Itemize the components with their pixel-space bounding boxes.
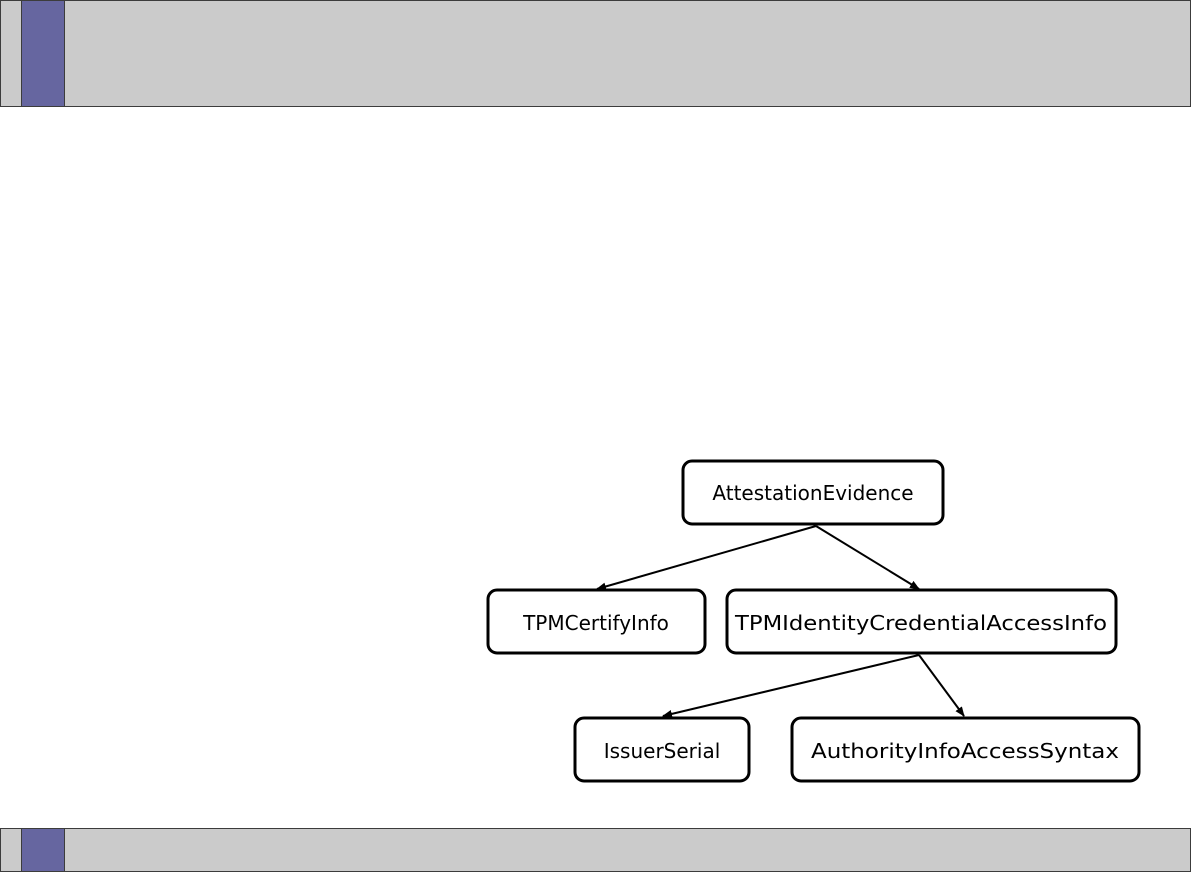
node-label: AttestationEvidence <box>712 481 913 505</box>
edge-attestation-to-tpmidentity <box>815 525 920 590</box>
slide-footer-bar <box>0 828 1191 872</box>
slide-header-bar <box>0 0 1191 107</box>
node-tpm-identity-credential-access-info: TPMIdentityCredentialAccessInfo <box>725 588 1118 655</box>
node-label: IssuerSerial <box>604 739 721 763</box>
header-accent-block <box>21 1 65 106</box>
edge-attestation-to-tpmcertify <box>596 525 817 591</box>
node-authority-info-access-syntax: AuthorityInfoAccessSyntax <box>790 716 1141 783</box>
node-issuer-serial: IssuerSerial <box>573 716 751 783</box>
node-label: TPMIdentityCredentialAccessInfo <box>734 611 1107 635</box>
node-attestation-evidence: AttestationEvidence <box>681 459 945 526</box>
node-label: TPMCertifyInfo <box>522 611 669 635</box>
edge-tpmidentity-to-issuerserial <box>662 654 920 718</box>
edges <box>596 525 965 718</box>
edge-tpmidentity-to-authorityinfo <box>918 654 965 717</box>
node-label: AuthorityInfoAccessSyntax <box>811 739 1119 763</box>
node-tpm-certify-info: TPMCertifyInfo <box>486 588 707 655</box>
footer-accent-block <box>21 829 65 871</box>
